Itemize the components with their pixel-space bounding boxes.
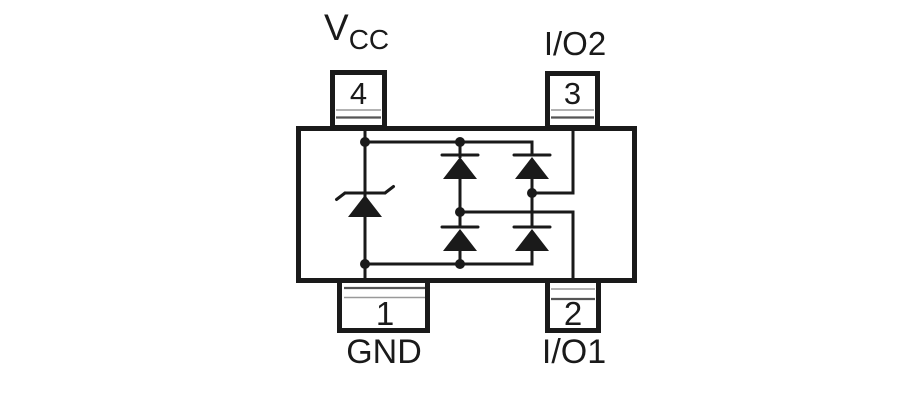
vcc-label-main: V [324,7,349,48]
diode-icon-io2-to-vcc [512,153,552,179]
junction-dot [455,137,465,147]
junction-dot [527,188,537,198]
diode-icon-io1-to-vcc [440,153,480,179]
diode-icon-gnd-to-io1 [440,225,480,251]
zener-diode-icon [335,185,395,217]
io1-net-label: I/O1 [541,333,607,371]
wire-io1-link [460,210,575,280]
wire-bottom-rail [365,250,534,266]
io2-net-label: I/O2 [543,25,607,62]
diode-icon-gnd-to-io2 [512,225,552,251]
wire-io2-link [532,128,575,195]
pin2-number: 2 [563,295,583,332]
vcc-label-subscript: CC [348,24,390,55]
junction-dot [455,259,465,269]
pin3-pad [545,71,600,130]
vcc-net-label: VCC [324,9,389,54]
junction-dot [360,259,370,269]
package-body-outline [296,126,637,283]
junction-dot [455,207,465,217]
gnd-net-label: GND [346,333,422,371]
pin1-number: 1 [375,295,395,332]
wire-top-rail [365,140,534,156]
pin3-number: 3 [563,76,582,111]
junction-dot [360,137,370,147]
pin4-number: 4 [349,76,368,111]
